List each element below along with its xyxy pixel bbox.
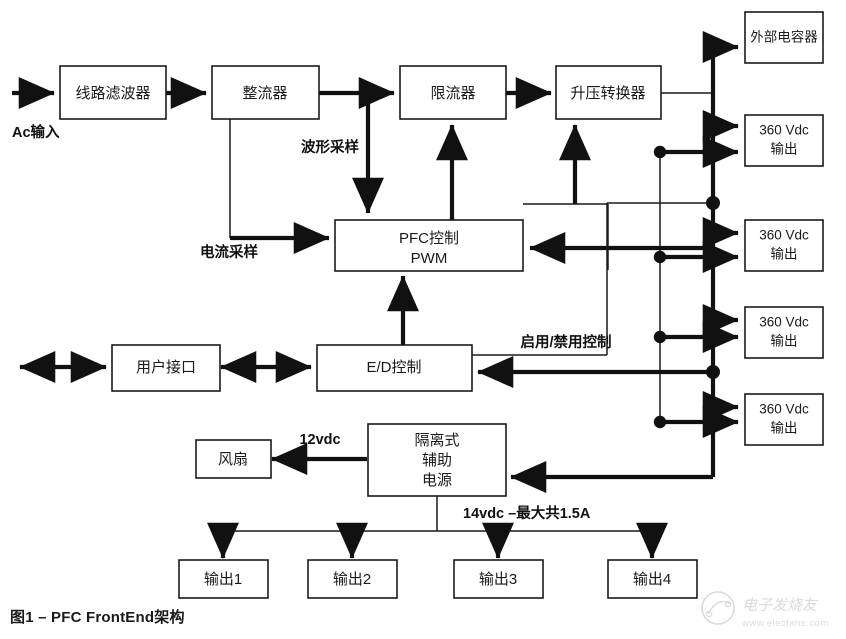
junction-dot-dcout2 <box>653 250 667 264</box>
block-pfc-control-label-line1: PFC控制 <box>399 230 459 247</box>
block-aux-power-supply[interactable]: 隔离式 辅助 电源 <box>367 423 507 497</box>
block-dc-output-1[interactable]: 360 Vdc 输出 <box>744 114 824 167</box>
junction-dot-dcout4 <box>653 415 667 429</box>
block-pfc-control-label-line2: PWM <box>411 250 448 267</box>
junction-dot-enable <box>706 365 720 379</box>
block-dc-output-3-label-line2: 输出 <box>771 334 798 349</box>
junction-dot-feedback <box>706 196 720 210</box>
junction-dot-dcout3 <box>653 330 667 344</box>
block-aux-power-supply-label-line3: 电源 <box>422 472 452 489</box>
block-boost-converter-label: 升压转换器 <box>570 85 645 102</box>
label-enable-disable-control: 启用/禁用控制 <box>520 333 611 351</box>
block-fan[interactable]: 风扇 <box>195 439 272 479</box>
block-external-capacitor-label: 外部电容器 <box>750 29 818 45</box>
block-output-1-label: 输出1 <box>204 571 242 588</box>
junction-layer <box>653 145 720 429</box>
block-dc-output-1-label-line2: 输出 <box>771 142 798 157</box>
block-line-filter-label: 线路滤波器 <box>75 85 150 102</box>
block-ed-control[interactable]: E/D控制 <box>316 344 473 392</box>
wire-layer <box>12 31 739 559</box>
block-dc-output-4[interactable]: 360 Vdc 输出 <box>744 393 824 446</box>
block-output-3[interactable]: 输出3 <box>453 559 544 599</box>
block-fan-label: 风扇 <box>218 451 248 468</box>
label-14vdc: 14vdc –最大共1.5A <box>463 504 591 522</box>
block-layer: 线路滤波器 整流器 限流器 升压转换器 外部电容器 PFC控制 PWM <box>59 11 824 599</box>
label-current-sampling: 电流采样 <box>200 243 258 261</box>
block-rectifier-label: 整流器 <box>242 85 287 102</box>
block-rectifier[interactable]: 整流器 <box>211 65 320 120</box>
edge-label-layer: Ac输入 波形采样 电流采样 启用/禁用控制 12vdc 14vdc –最大共1… <box>12 123 612 522</box>
block-aux-power-supply-label-line1: 隔离式 <box>414 432 459 449</box>
block-output-2[interactable]: 输出2 <box>307 559 398 599</box>
label-ac-input: Ac输入 <box>12 123 60 141</box>
block-dc-output-1-label-line1: 360 Vdc <box>759 123 809 138</box>
figure-caption: 图1 – PFC FrontEnd架构 <box>10 609 185 626</box>
block-dc-output-2-label-line1: 360 Vdc <box>759 228 809 243</box>
junction-dot-dcout1 <box>653 145 667 159</box>
block-line-filter[interactable]: 线路滤波器 <box>59 65 167 120</box>
block-current-limiter-label: 限流器 <box>430 85 475 102</box>
block-aux-power-supply-label-line2: 辅助 <box>422 452 452 469</box>
block-dc-output-2[interactable]: 360 Vdc 输出 <box>744 219 824 272</box>
block-output-4[interactable]: 输出4 <box>607 559 698 599</box>
label-12vdc: 12vdc <box>299 432 340 448</box>
block-user-interface-label: 用户接口 <box>136 359 196 376</box>
block-dc-output-3[interactable]: 360 Vdc 输出 <box>744 306 824 359</box>
block-output-1[interactable]: 输出1 <box>178 559 269 599</box>
block-dc-output-3-label-line1: 360 Vdc <box>759 315 809 330</box>
block-pfc-control[interactable]: PFC控制 PWM <box>334 219 524 272</box>
block-output-3-label: 输出3 <box>479 571 517 588</box>
block-dc-output-4-label-line2: 输出 <box>771 421 798 436</box>
block-external-capacitor[interactable]: 外部电容器 <box>744 11 824 64</box>
block-boost-converter[interactable]: 升压转换器 <box>555 65 662 120</box>
block-current-limiter[interactable]: 限流器 <box>399 65 507 120</box>
block-dc-output-4-label-line1: 360 Vdc <box>759 402 809 417</box>
block-ed-control-label: E/D控制 <box>366 359 421 376</box>
block-output-2-label: 输出2 <box>333 571 371 588</box>
label-waveform-sampling: 波形采样 <box>301 138 359 156</box>
block-output-4-label: 输出4 <box>633 571 671 588</box>
block-dc-output-2-label-line2: 输出 <box>771 247 798 262</box>
block-user-interface[interactable]: 用户接口 <box>111 344 221 392</box>
